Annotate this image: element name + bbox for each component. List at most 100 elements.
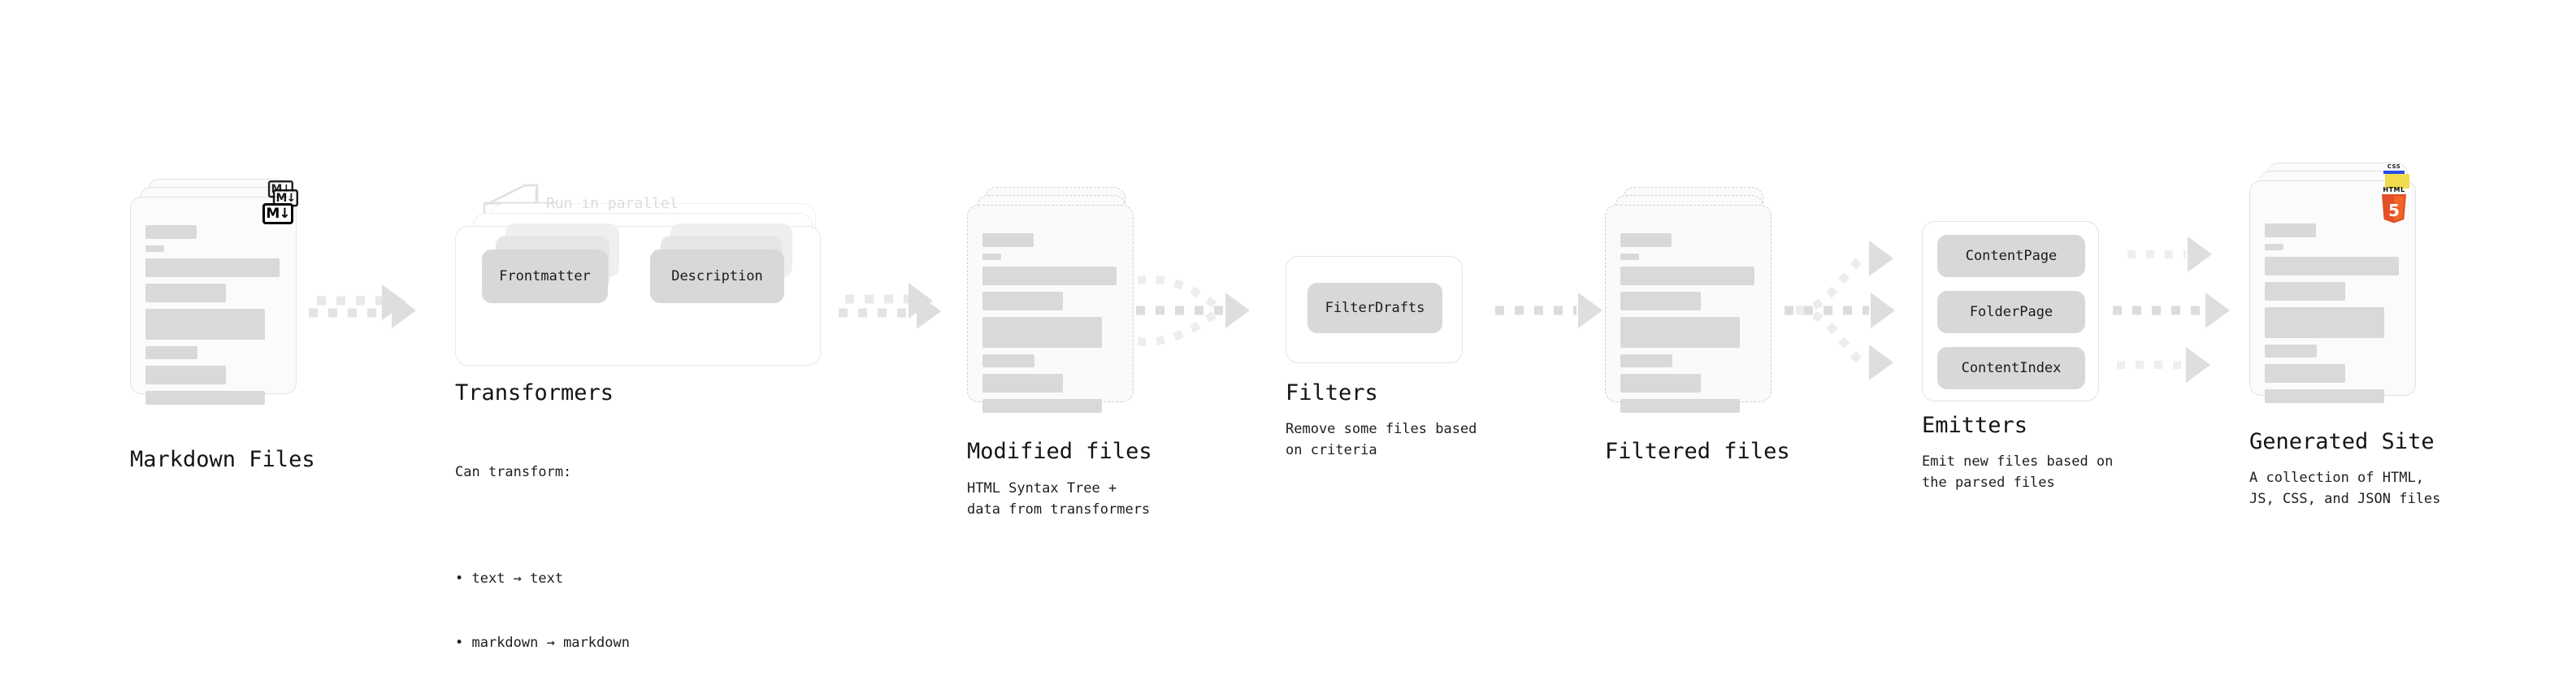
skeleton-bar [145,225,197,239]
chip-label: Description [671,268,763,284]
skeleton-bar [145,346,197,359]
document-card-front [967,205,1134,413]
chip-filterdrafts[interactable]: FilterDrafts [1308,283,1442,333]
css-badge: CSS [2383,164,2405,174]
transformers-can-transform-heading: Can transform: [455,463,572,480]
stage-filters: FilterDrafts [1286,256,1463,363]
chip-frontmatter[interactable]: Frontmatter [482,249,608,303]
css-badge-bar [2383,171,2405,174]
emitters-box: ContentPage FolderPage ContentIndex [1922,221,2099,401]
skeleton-bar [1620,292,1701,310]
document-skeleton [1620,233,1756,413]
skeleton-bar [145,245,164,252]
markdown-badge-arrow: ↓ [279,205,290,222]
skeleton-bar [145,284,226,302]
markdown-badge-letter: M [275,191,287,205]
emitters-description: Emit new files based on the parsed files [1922,453,2114,492]
stage-title-modified-files: Modified files [967,439,1152,464]
skeleton-bar [145,391,265,405]
skeleton-bar [2265,307,2384,338]
modified-files-description: HTML Syntax Tree + data from transformer… [967,480,1151,518]
chip-contentindex[interactable]: ContentIndex [1937,347,2085,389]
filters-box: FilterDrafts [1286,256,1463,363]
transform-item: markdown → markdown [455,632,629,653]
css-badge-label: CSS [2387,163,2401,170]
transformers-transform-list: text → text markdown → markdown html → h… [455,526,630,681]
generated-site-stack: CSS HTML 5 [2249,163,2424,403]
markdown-badge-front: M↓ [262,203,293,224]
connector-transformers-to-modified [839,283,941,329]
skeleton-bar [982,292,1063,310]
connector-filters-to-filtered [1495,293,1602,328]
document-skeleton [2265,223,2400,403]
skeleton-bar [145,309,265,340]
skeleton-bar [1620,354,1672,367]
skeleton-bar [982,254,1001,260]
stage-emitters: ContentPage FolderPage ContentIndex [1922,221,2099,401]
chip-label: FilterDrafts [1325,300,1425,316]
connector-modified-to-filters [1136,275,1250,346]
transform-item: text → text [455,568,630,589]
skeleton-bar [1620,233,1672,247]
stage-markdown-files: M↓ M↓ M↓ [130,179,305,405]
skeleton-bar [2265,345,2317,358]
skeleton-bar [2265,364,2345,383]
filters-description: Remove some files based on criteria [1286,421,1477,459]
skeleton-bar [982,233,1034,247]
run-in-parallel-label: Run in parallel [546,195,679,212]
modified-file-stack [967,187,1142,413]
html5-badge-number: 5 [2388,201,2400,220]
chip-label: FolderPage [1969,304,2053,320]
js-badge [2385,174,2409,189]
chip-description[interactable]: Description [650,249,784,303]
skeleton-bar [1620,267,1754,285]
document-card-front [1605,205,1772,413]
stage-modified-files [967,187,1142,413]
skeleton-bar [1620,374,1701,393]
stage-title-filtered-files: Filtered files [1605,439,1790,464]
html5-badge: HTML 5 [2380,187,2408,225]
filtered-file-stack [1605,187,1780,413]
generated-site-description: A collection of HTML, JS, CSS, and JSON … [2249,470,2441,508]
connector-emitters-to-site [2113,236,2230,383]
connector-filtered-to-emitters [1785,241,1895,380]
markdown-file-stack: M↓ M↓ M↓ [130,179,305,405]
stage-transformers: Frontmatter Description [455,203,837,366]
stage-title-emitters: Emitters [1922,413,2028,438]
skeleton-bar [2265,389,2384,403]
skeleton-bar [2265,257,2399,275]
chip-folderpage[interactable]: FolderPage [1937,291,2085,333]
chip-contentpage[interactable]: ContentPage [1937,235,2085,277]
skeleton-bar [2265,282,2345,301]
skeleton-bar [2265,244,2283,250]
document-card-front [130,197,297,405]
skeleton-bar [1620,317,1740,348]
skeleton-bar [2265,223,2316,237]
html5-shield-icon: 5 [2382,194,2406,223]
chip-label: ContentIndex [1961,360,2062,376]
markdown-badge-arrow: ↓ [282,183,292,195]
skeleton-bar [145,366,226,384]
stage-filtered-files [1605,187,1780,413]
skeleton-bar [982,354,1034,367]
skeleton-bar [982,399,1102,413]
skeleton-bar [982,374,1063,393]
markdown-badge-back-1: M↓ [272,189,298,207]
transformers-description: Can transform: text → text markdown → ma… [455,419,630,681]
markdown-badge-letter: M [266,205,280,222]
stage-title-generated-site: Generated Site [2249,429,2435,454]
stage-title-markdown-files: Markdown Files [130,447,315,472]
skeleton-bar [982,317,1102,348]
markdown-badge-arrow: ↓ [286,191,297,205]
chip-label: ContentPage [1965,248,2058,264]
html5-badge-label: HTML [2383,186,2405,193]
document-skeleton [145,225,281,405]
skeleton-bar [982,267,1117,285]
stage-title-transformers: Transformers [455,380,614,406]
chip-label: Frontmatter [499,268,591,284]
stage-generated-site: CSS HTML 5 [2249,163,2424,403]
skeleton-bar [1620,254,1639,260]
stage-title-filters: Filters [1286,380,1378,406]
skeleton-bar [145,258,280,277]
